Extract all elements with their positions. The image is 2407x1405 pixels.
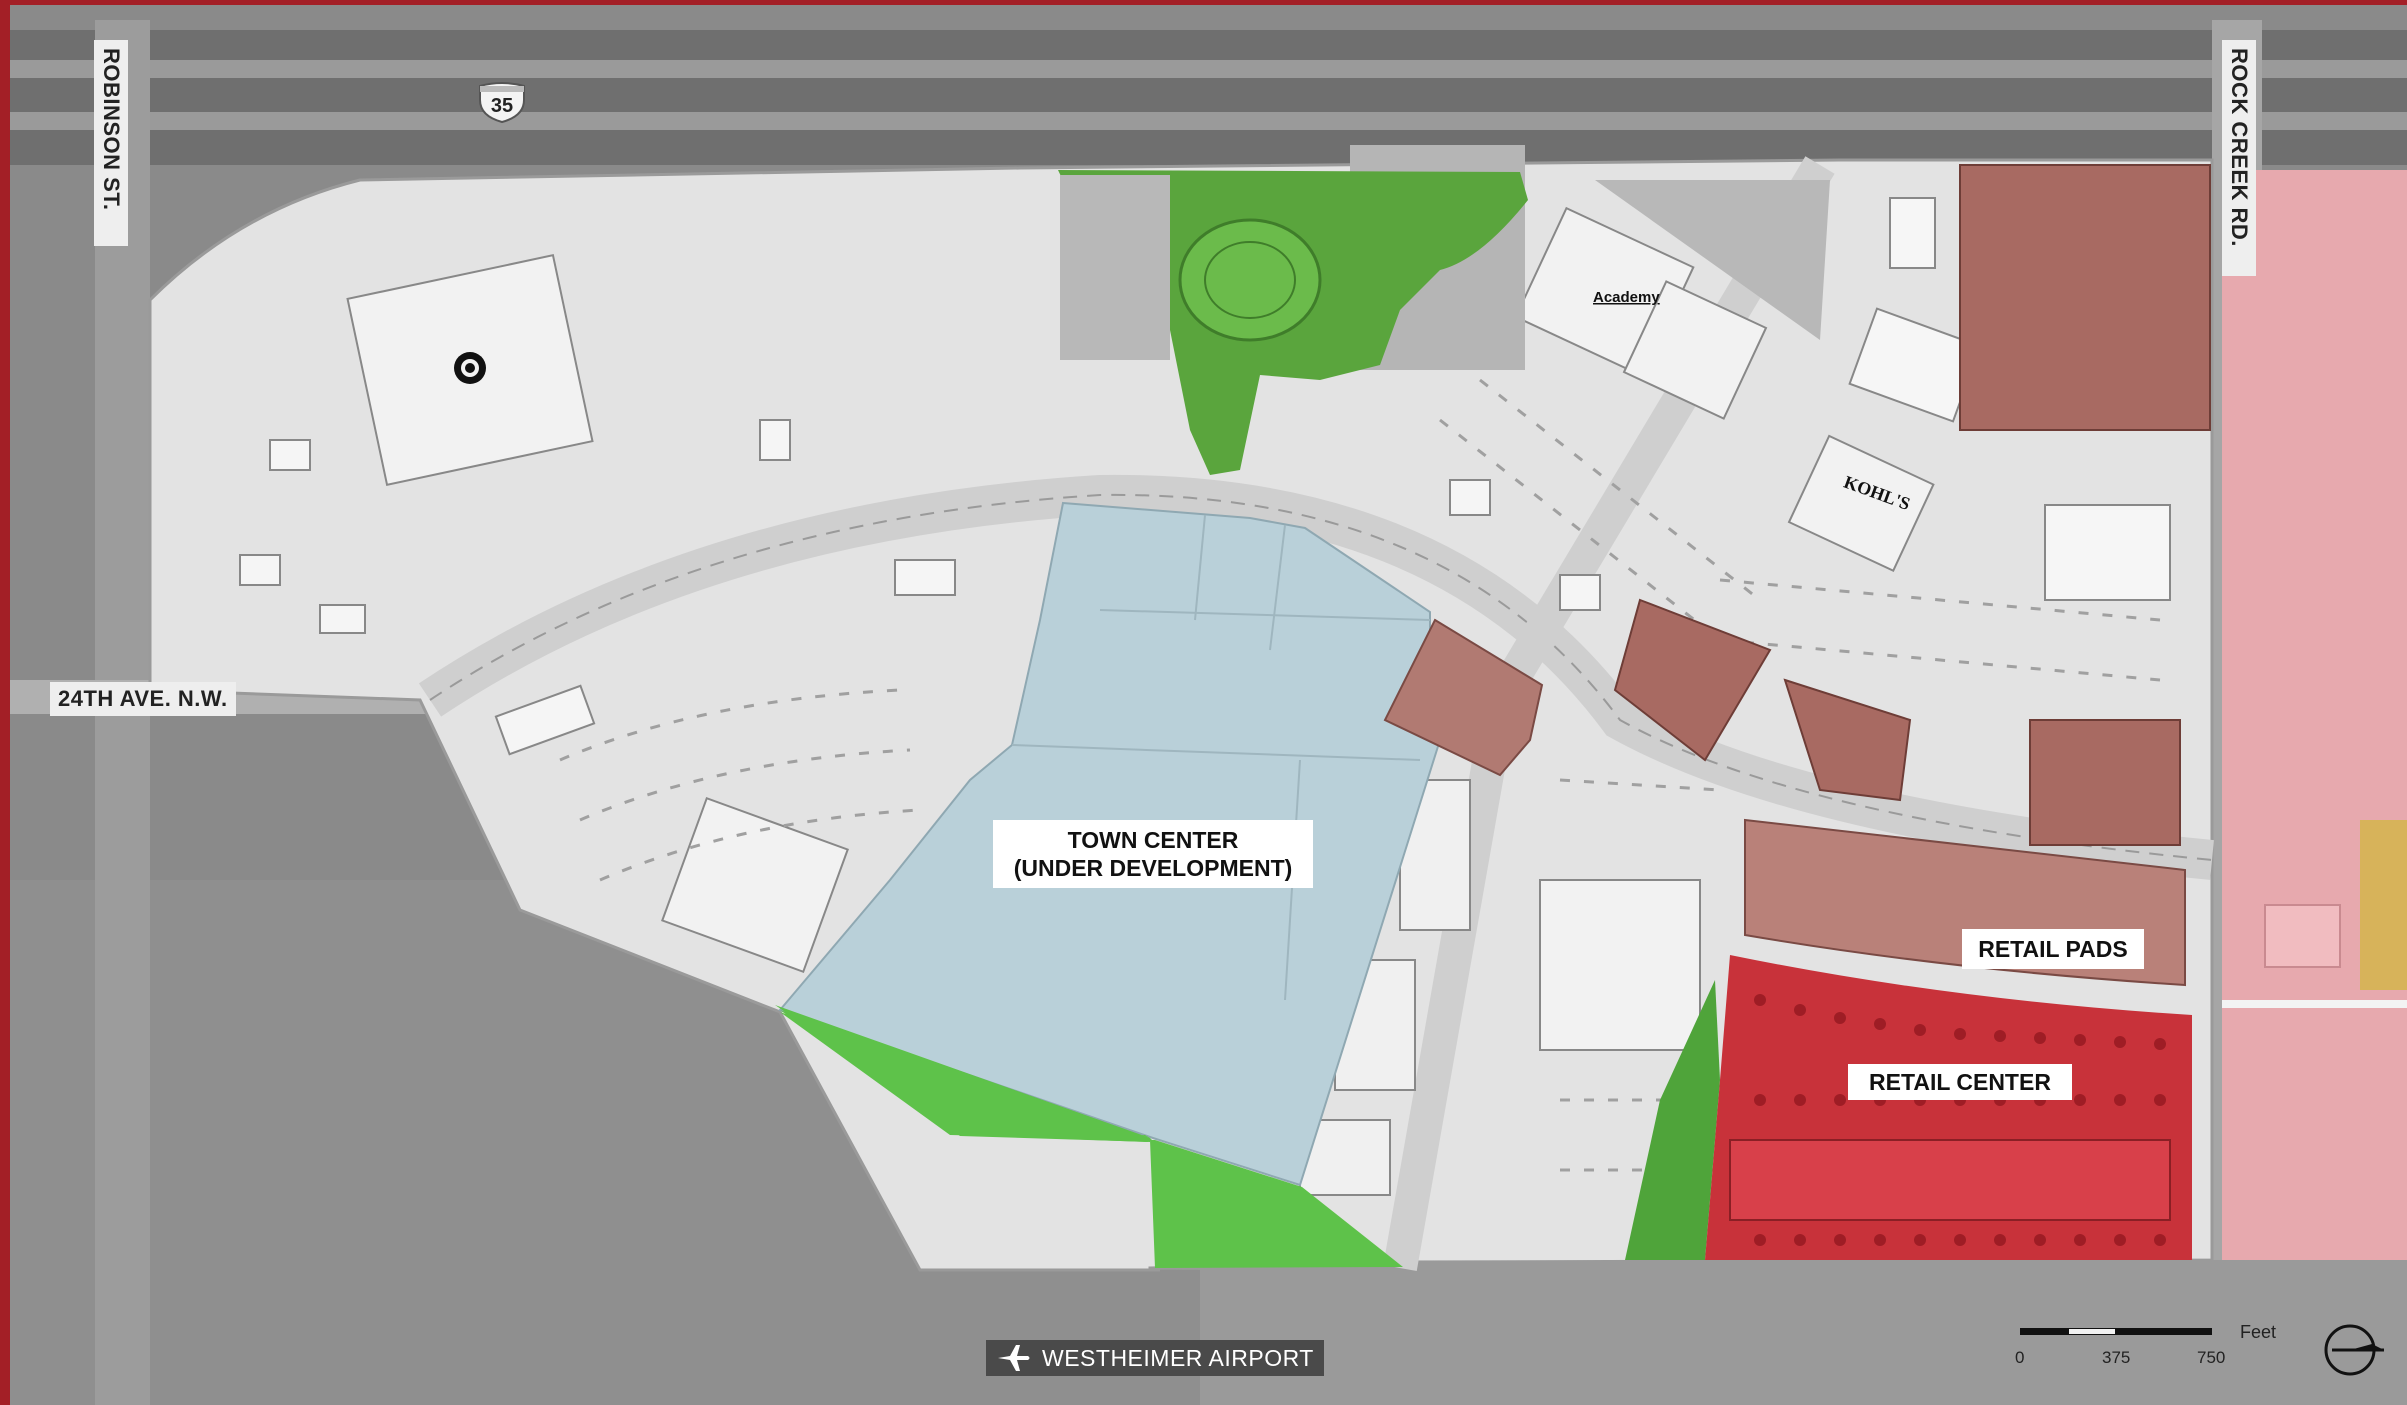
scale-tick-375: 375 [2102, 1348, 2131, 1367]
rock-creek-rd-label: ROCK CREEK RD. [2222, 40, 2256, 276]
interstate-highway [10, 30, 2407, 165]
town-center-label: TOWN CENTER (UNDER DEVELOPMENT) [993, 820, 1313, 888]
green-buffer-west [780, 1008, 1152, 1140]
retail-center-label: RETAIL CENTER [1848, 1064, 2072, 1100]
scale-bar: 0 375 750 Feet [2010, 1318, 2276, 1378]
24th-ave-label: 24TH AVE. N.W. [50, 682, 236, 716]
academy-label: Academy [1593, 289, 1660, 306]
airport-label: WESTHEIMER AIRPORT [986, 1340, 1324, 1376]
kohls-building [1787, 434, 1935, 573]
airport-name: WESTHEIMER AIRPORT [1042, 1344, 1314, 1371]
airport-field [1200, 1250, 2407, 1405]
retail-center-trees [1754, 994, 2166, 1246]
interstate-number: 35 [491, 95, 513, 117]
retail-center-building [1729, 1139, 2171, 1221]
scale-tick-0: 0 [2015, 1348, 2025, 1367]
airplane-icon [998, 1345, 1030, 1371]
scale-tick-750: 750 [2197, 1348, 2226, 1367]
developed-pad-west [1383, 618, 1544, 777]
green-buffer-east [1625, 980, 1720, 1260]
interstate-shield-icon: 35 [479, 82, 525, 124]
frame-border-left [0, 0, 10, 1405]
frame-border-top [0, 0, 2407, 5]
developed-block-northeast [1959, 164, 2211, 431]
parking-lot-stripes [559, 378, 2161, 1172]
amphitheater [1178, 218, 1322, 342]
town-center-label-line2: (UNDER DEVELOPMENT) [1013, 855, 1293, 881]
developed-pad-center [1613, 598, 1772, 762]
residential-area [2222, 170, 2407, 1260]
town-center-label-line1: TOWN CENTER [1067, 827, 1239, 853]
scale-unit: Feet [2240, 1322, 2277, 1342]
robinson-st-label: ROBINSON ST. [94, 40, 128, 246]
retail-pads-label: RETAIL PADS [1962, 929, 2144, 969]
north-arrow-icon [2324, 1324, 2384, 1376]
